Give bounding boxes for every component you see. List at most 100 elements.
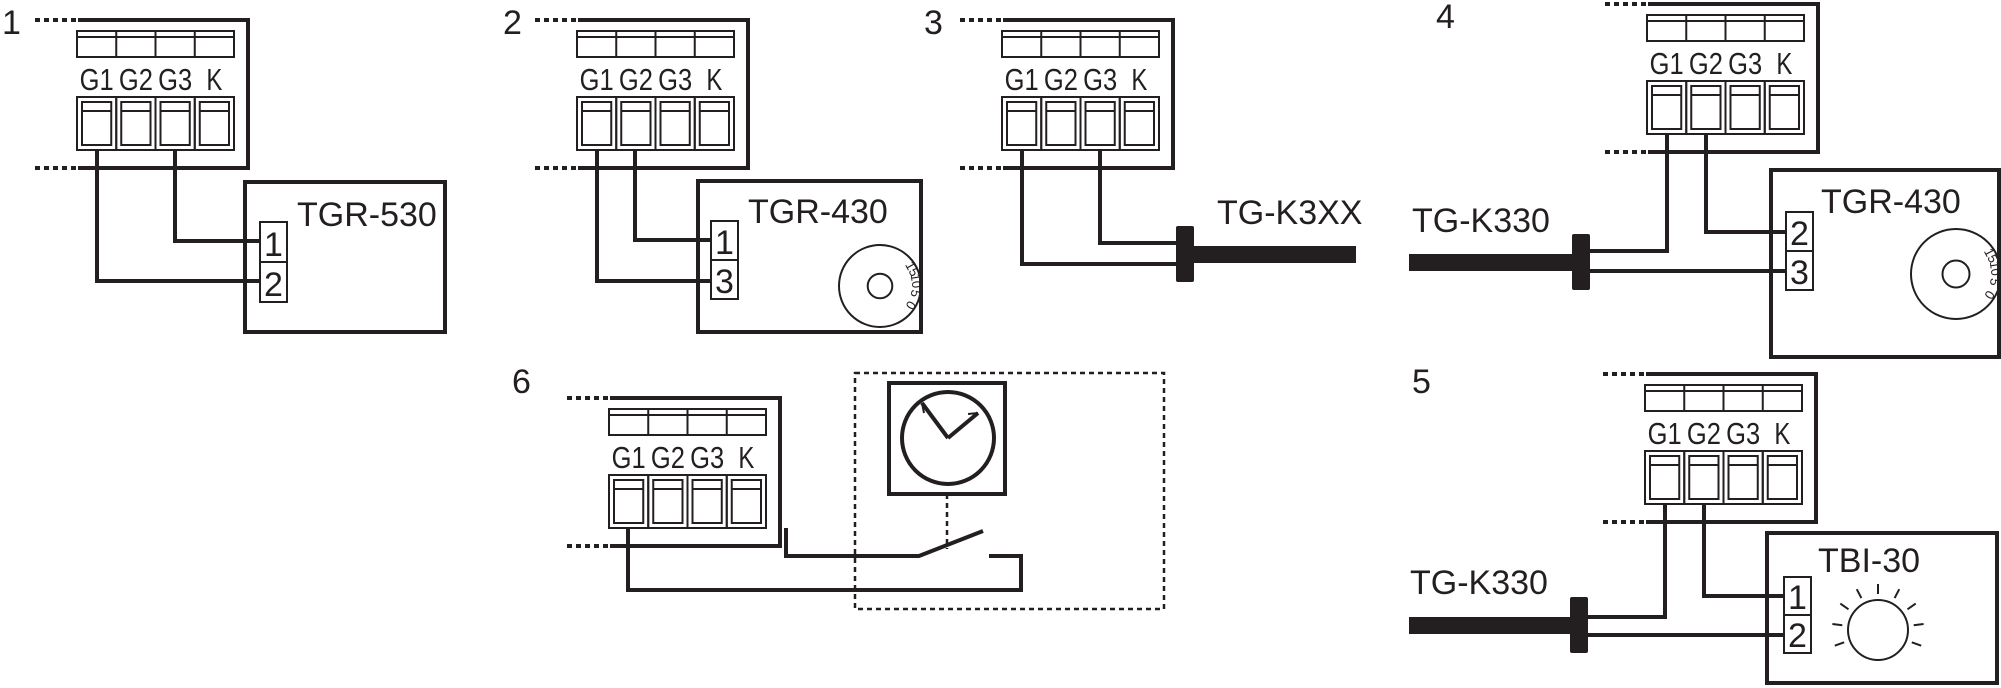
- clock-hand: [920, 401, 950, 440]
- knob-tick: [1893, 588, 1901, 599]
- terminal-k: [193, 96, 235, 151]
- device-label: TGR-430: [748, 193, 888, 231]
- clock-icon: [887, 381, 1007, 496]
- knob-tick: [1855, 588, 1863, 599]
- wire: [1588, 504, 1667, 619]
- terminal-k: [1761, 450, 1803, 505]
- wire: [95, 150, 260, 283]
- terminal-label-g3: G3: [158, 62, 192, 97]
- module-outline: [78, 18, 250, 170]
- sensor-label: TG-K3XX: [1217, 194, 1362, 232]
- device-pin-label: 1: [264, 226, 283, 264]
- dotted-edge: [960, 18, 1003, 170]
- terminal-label-g2: G2: [651, 440, 685, 475]
- clock-hand-tip: [921, 402, 979, 415]
- terminal-label-k: K: [738, 440, 754, 475]
- terminal-label-g3: G3: [1728, 46, 1762, 81]
- terminal-screw: [1649, 455, 1681, 500]
- clock-hand: [946, 411, 980, 440]
- dial-scale-label: 15: [902, 259, 922, 279]
- wire: [1020, 150, 1176, 266]
- panel-number: 6: [512, 363, 531, 401]
- terminal-screw: [1729, 85, 1761, 130]
- terminal-screw: [620, 101, 652, 146]
- device-pin-label: 3: [715, 263, 734, 301]
- terminal-screw: [159, 101, 191, 146]
- wire: [633, 150, 711, 242]
- device-tgr-430: [696, 179, 923, 334]
- sensor-cable: [1409, 617, 1572, 634]
- device-pin-label: 2: [1788, 617, 1807, 655]
- terminal-screw: [613, 479, 645, 524]
- terminal-k: [1763, 80, 1805, 135]
- wire: [1098, 150, 1176, 245]
- terminal-screw: [1006, 101, 1038, 146]
- terminal-label-k: K: [206, 62, 222, 97]
- terminal-k: [725, 474, 767, 529]
- dotted-edge: [35, 18, 78, 170]
- sensor-plug: [1572, 234, 1590, 290]
- terminal-label-g2: G2: [119, 62, 153, 97]
- device-label: TBI-30: [1818, 542, 1920, 580]
- terminal-label-g2: G2: [1689, 46, 1723, 81]
- knob-tick: [1834, 641, 1845, 647]
- knob-tick: [1906, 602, 1917, 611]
- timer-enclosure: [853, 371, 1166, 611]
- sensor-plug: [1570, 597, 1588, 653]
- wire: [1704, 134, 1786, 234]
- terminal-screw: [652, 479, 684, 524]
- terminal-screw: [1123, 101, 1155, 146]
- panel-number: 3: [924, 4, 943, 42]
- dotted-edge: [1603, 372, 1646, 524]
- module-outline: [610, 396, 782, 548]
- device-pin-3: [1785, 250, 1814, 291]
- dotted-edge: [567, 396, 610, 548]
- terminal-screw: [659, 101, 691, 146]
- terminal-screw: [120, 101, 152, 146]
- wire: [626, 528, 1023, 592]
- terminal-screw: [1768, 85, 1800, 130]
- dotted-edge: [1605, 2, 1648, 154]
- terminal-label-g3: G3: [658, 62, 692, 97]
- panel-number: 1: [2, 4, 21, 42]
- terminal-screw: [198, 101, 230, 146]
- terminal-label-g1: G1: [612, 440, 646, 475]
- sensor-label: TG-K330: [1412, 202, 1550, 240]
- temperature-sensor-icon: [1409, 597, 1588, 653]
- terminal-label-g1: G1: [1005, 62, 1039, 97]
- potentiometer-knob-icon: [1832, 584, 1924, 661]
- device-pin-label: 2: [1790, 215, 1809, 253]
- sensor-label: TG-K330: [1410, 564, 1548, 602]
- sensor-cable: [1190, 246, 1356, 263]
- dial-scale-label: 10: [908, 273, 925, 289]
- device-tbi-30: [1765, 531, 1999, 685]
- wire: [595, 150, 711, 283]
- sensor-plug: [1176, 226, 1194, 282]
- device-label: TGR-430: [1821, 183, 1961, 221]
- terminal-label-g2: G2: [1044, 62, 1078, 97]
- terminal-label-g2: G2: [619, 62, 653, 97]
- terminal-label-g3: G3: [1726, 416, 1760, 451]
- panel-number: 5: [1412, 363, 1431, 401]
- terminal-label-g2: G2: [1687, 416, 1721, 451]
- terminal-screw: [1727, 455, 1759, 500]
- dotted-edge: [535, 18, 578, 170]
- dial-scale-label: 5: [908, 288, 924, 298]
- terminal-label-k: K: [706, 62, 722, 97]
- dial-scale-label: 10: [1987, 260, 2001, 276]
- wire: [1590, 134, 1669, 253]
- device-pin-label: 1: [1788, 579, 1807, 617]
- terminal-label-k: K: [1774, 416, 1790, 451]
- terminal-screw: [1766, 455, 1798, 500]
- module-outline: [1648, 2, 1820, 154]
